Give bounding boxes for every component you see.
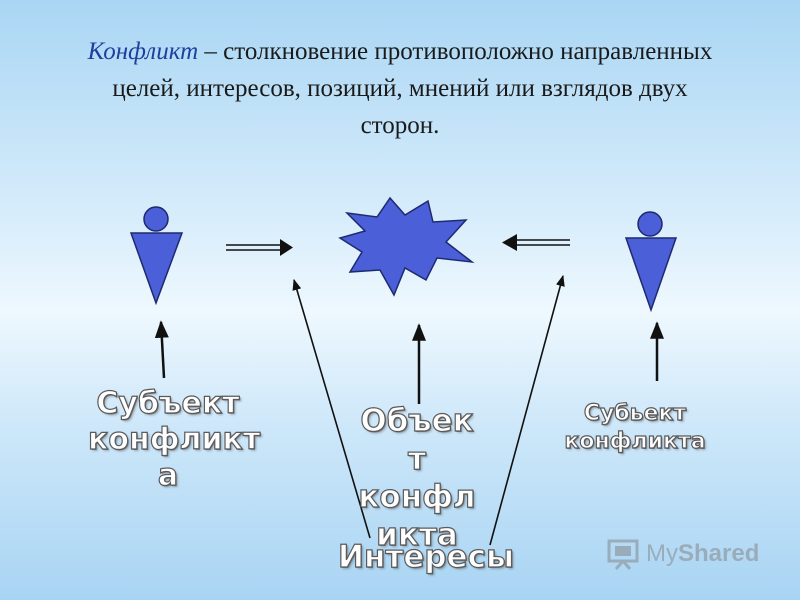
presentation-board-icon <box>607 539 639 570</box>
label-left-subject: Субъект конфликт а <box>87 385 261 493</box>
myshared-logo: MyShared <box>606 536 759 572</box>
arrow-right-to-object <box>502 234 570 251</box>
definition-text: Конфликт – столкновение противоположно н… <box>80 33 720 144</box>
right-figure-head <box>637 211 663 237</box>
label-right-subject: Субьект конфликта <box>564 400 706 454</box>
label-object: Объек т конфл икта <box>358 402 476 553</box>
arrow-interests-left <box>292 278 371 539</box>
left-figure-body <box>129 232 184 306</box>
logo-text-my: My <box>646 540 678 567</box>
arrow-up-left-subject <box>154 320 169 379</box>
conflict-object-star <box>338 196 475 297</box>
definition-body: – столкновение противоположно направленн… <box>112 38 713 139</box>
left-subject-figure <box>129 206 184 306</box>
label-interests: Интересы <box>337 538 514 575</box>
arrow-left-to-object <box>226 239 293 256</box>
right-figure-body <box>624 237 678 313</box>
definition-term: Конфликт <box>87 38 199 65</box>
left-figure-head <box>143 206 169 232</box>
logo-text: MyShared <box>646 540 759 568</box>
arrow-interests-right <box>489 274 565 546</box>
right-subject-figure <box>624 211 678 313</box>
logo-text-shared: Shared <box>678 540 760 567</box>
